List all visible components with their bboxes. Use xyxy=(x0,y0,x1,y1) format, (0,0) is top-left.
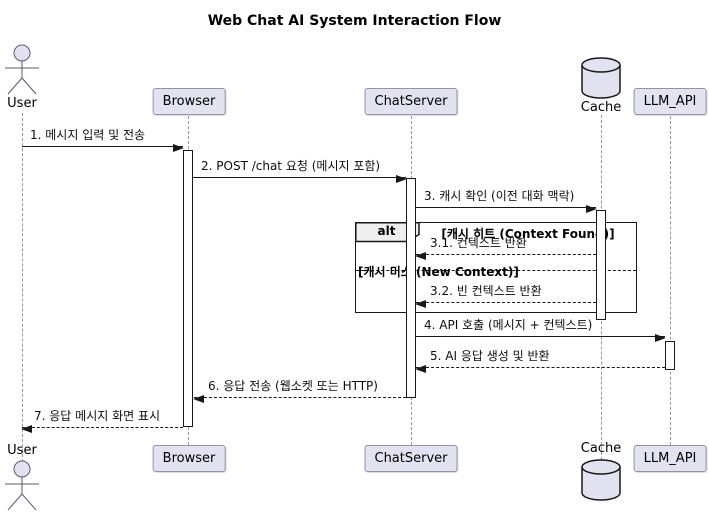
message-5-arrowhead xyxy=(415,365,426,373)
participant-chatserver-bottom: ChatServer xyxy=(364,445,458,472)
message-5-label: 5. AI 응답 생성 및 반환 xyxy=(430,349,550,363)
message-3-arrowhead xyxy=(586,205,597,213)
actor-icon xyxy=(5,44,39,95)
message-4-line xyxy=(416,336,665,337)
message-6-arrowhead xyxy=(193,395,204,403)
message-1-label: 1. 메시지 입력 및 전송 xyxy=(30,128,146,142)
message-3-1-label: 3.1. 컨텍스트 반환 xyxy=(430,236,527,250)
message-6-line xyxy=(194,397,406,398)
activation-chatserver xyxy=(406,178,416,398)
activation-cache xyxy=(596,210,606,320)
message-4: 4. API 호출 (메시지 + 컨텍스트) xyxy=(416,317,666,342)
alt-fragment-frame: alt [캐시 히트 (Context Found)] [캐시 미스 (New … xyxy=(355,222,637,313)
diagram-title: Web Chat AI System Interaction Flow xyxy=(207,13,502,29)
message-6: 6. 응답 전송 (웹소켓 또는 HTTP) xyxy=(193,378,406,403)
participant-browser-top: Browser xyxy=(152,88,226,115)
message-3-label: 3. 캐시 확인 (이전 대화 맥락) xyxy=(424,189,575,203)
message-3-2-line xyxy=(416,302,596,303)
message-3: 3. 캐시 확인 (이전 대화 맥락) xyxy=(416,188,597,213)
participant-browser-bottom: Browser xyxy=(152,445,226,472)
participant-llm-api-bottom: LLM_API xyxy=(633,445,707,472)
message-7-line xyxy=(22,427,183,428)
message-3-1-arrowhead xyxy=(415,252,426,260)
participant-user-top: User xyxy=(0,44,45,111)
message-2-line xyxy=(193,177,406,178)
message-6-label: 6. 응답 전송 (웹소켓 또는 HTTP) xyxy=(208,379,378,393)
message-3-2-label: 3.2. 빈 컨텍스트 반환 xyxy=(430,284,542,298)
lifeline-user xyxy=(22,113,23,462)
participant-cache-top: Cache xyxy=(578,55,624,115)
alt-guard-miss: [캐시 미스 (New Context)] xyxy=(358,265,519,279)
message-1-line xyxy=(22,146,183,147)
message-2: 2. POST /chat 요청 (메시지 포함) xyxy=(193,158,407,183)
database-icon-bottom xyxy=(581,459,621,501)
message-5-line xyxy=(416,367,665,368)
message-3-1-line xyxy=(416,254,596,255)
lifeline-llm-api xyxy=(670,116,671,445)
activation-browser xyxy=(183,150,193,427)
participant-user-label: User xyxy=(7,96,37,111)
alt-operator-label: alt xyxy=(377,224,396,238)
participant-cache-label: Cache xyxy=(580,100,622,115)
message-2-arrowhead xyxy=(396,175,407,183)
message-1-arrowhead xyxy=(173,144,184,152)
alt-guard-hit: [캐시 히트 (Context Found)] xyxy=(441,227,615,241)
participant-user-bottom-label: User xyxy=(7,443,37,458)
message-2-label: 2. POST /chat 요청 (메시지 포함) xyxy=(201,159,381,173)
message-3-2-arrowhead xyxy=(415,300,426,308)
message-7: 7. 응답 메시지 화면 표시 xyxy=(21,408,183,433)
message-7-label: 7. 응답 메시지 화면 표시 xyxy=(34,409,161,423)
message-3-line xyxy=(416,207,596,208)
actor-icon-bottom xyxy=(5,460,39,511)
message-7-arrowhead xyxy=(21,425,32,433)
activation-llm-api xyxy=(665,341,675,370)
message-4-label: 4. API 호출 (메시지 + 컨텍스트) xyxy=(424,318,593,332)
message-3-1: 3.1. 컨텍스트 반환 xyxy=(415,235,596,260)
message-4-arrowhead xyxy=(655,334,666,342)
participant-llm-api-top: LLM_API xyxy=(633,88,707,115)
participant-user-bottom: User xyxy=(0,443,45,520)
participant-cache-bottom: Cache xyxy=(578,441,624,502)
database-icon xyxy=(581,57,621,99)
message-3-2: 3.2. 빈 컨텍스트 반환 xyxy=(415,283,596,308)
participant-chatserver-top: ChatServer xyxy=(364,88,458,115)
message-1: 1. 메시지 입력 및 전송 xyxy=(22,127,184,152)
alt-divider-line xyxy=(356,270,636,271)
message-5: 5. AI 응답 생성 및 반환 xyxy=(415,348,665,373)
participant-cache-bottom-label: Cache xyxy=(580,441,622,456)
